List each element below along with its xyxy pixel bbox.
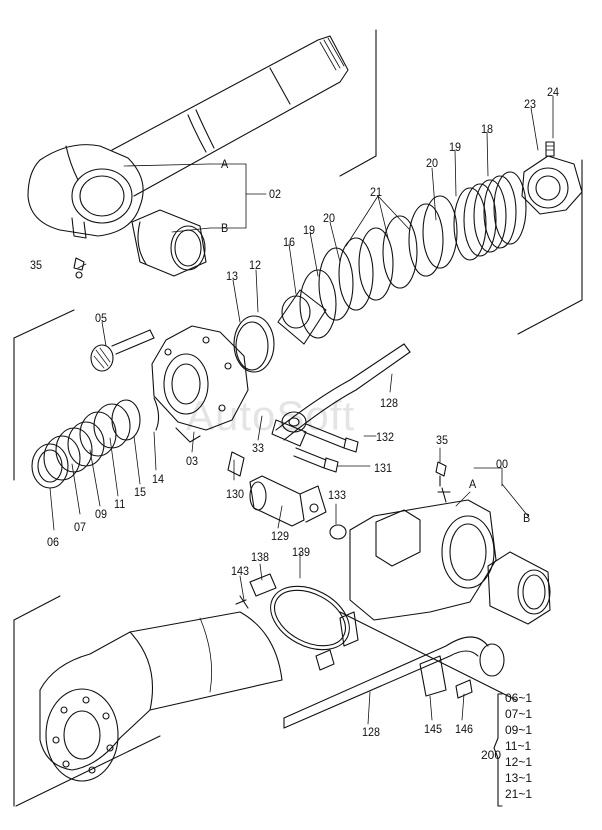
callout-130: 130	[226, 487, 245, 501]
kit-item: 06~1	[505, 691, 533, 705]
grease-nipple-top	[73, 257, 85, 279]
callout-00: 00	[496, 457, 509, 471]
pipe-clamp	[235, 573, 359, 671]
callout-20: 20	[426, 156, 439, 170]
callout-129: 129	[271, 529, 290, 543]
bushing	[131, 209, 207, 277]
callout-02: 02	[269, 187, 282, 201]
callout-B-bottom: B	[523, 511, 531, 525]
wear-rings	[31, 397, 160, 489]
callout-16: 16	[283, 235, 296, 249]
callout-128a: 128	[380, 396, 399, 410]
callout-18: 18	[481, 122, 494, 136]
callout-19b: 19	[303, 223, 316, 237]
callout-128b: 128	[362, 725, 381, 739]
callout-143: 143	[231, 564, 250, 578]
pipe-upper	[271, 343, 411, 447]
callout-07: 07	[74, 520, 87, 534]
callout-133: 133	[328, 488, 347, 502]
kit-brace	[493, 693, 503, 807]
callout-132: 132	[376, 430, 395, 444]
grease-nipple-bottom	[435, 461, 447, 487]
callout-A-top: A	[221, 157, 229, 171]
callout-15: 15	[134, 485, 147, 499]
kit-item: 13~1	[505, 771, 533, 785]
callout-21: 21	[370, 185, 383, 199]
piston-seals	[233, 171, 527, 373]
cylinder-head	[349, 487, 497, 621]
kit-item-list: 06~1 07~1 09~1 11~1 12~1 13~1 21~1	[505, 690, 532, 802]
callout-139: 139	[292, 545, 311, 559]
callout-33: 33	[252, 441, 265, 455]
head-cover	[151, 325, 249, 443]
cylinder-tube	[39, 611, 283, 782]
kit-item: 11~1	[505, 739, 532, 753]
callout-09: 09	[95, 507, 108, 521]
callout-146: 146	[455, 722, 474, 736]
elbow-fitting	[227, 451, 347, 540]
kit-label: 200	[481, 748, 502, 762]
callout-11: 11	[114, 497, 126, 511]
callout-20b: 20	[323, 211, 336, 225]
leader-lines	[49, 95, 554, 725]
callout-35a: 35	[30, 258, 43, 272]
pipe-lower	[283, 636, 505, 729]
watermark-text: AutoSoft	[186, 392, 356, 439]
callout-24: 24	[547, 85, 560, 99]
callout-19: 19	[449, 140, 462, 154]
kit-item: 09~1	[505, 723, 533, 737]
callout-138: 138	[251, 550, 270, 564]
callout-05: 05	[95, 311, 108, 325]
callout-131: 131	[374, 461, 393, 475]
callout-13: 13	[226, 269, 239, 283]
callout-06: 06	[47, 535, 60, 549]
kit-item: 12~1	[505, 755, 533, 769]
callout-35b: 35	[436, 433, 449, 447]
gland-nut	[521, 141, 583, 215]
callout-03: 03	[186, 454, 199, 468]
bushing-lower	[487, 551, 551, 625]
callout-12: 12	[249, 258, 262, 272]
flange-bolts	[293, 423, 359, 473]
kit-item: 07~1	[505, 707, 533, 721]
callout-145: 145	[424, 722, 443, 736]
kit-item: 21~1	[505, 787, 533, 801]
socket-bolt	[90, 329, 155, 372]
callout-B-top: B	[221, 221, 229, 235]
callout-23: 23	[524, 97, 537, 111]
callout-A-bottom: A	[469, 477, 477, 491]
callout-14: 14	[152, 472, 165, 486]
piston-rod	[27, 35, 349, 239]
